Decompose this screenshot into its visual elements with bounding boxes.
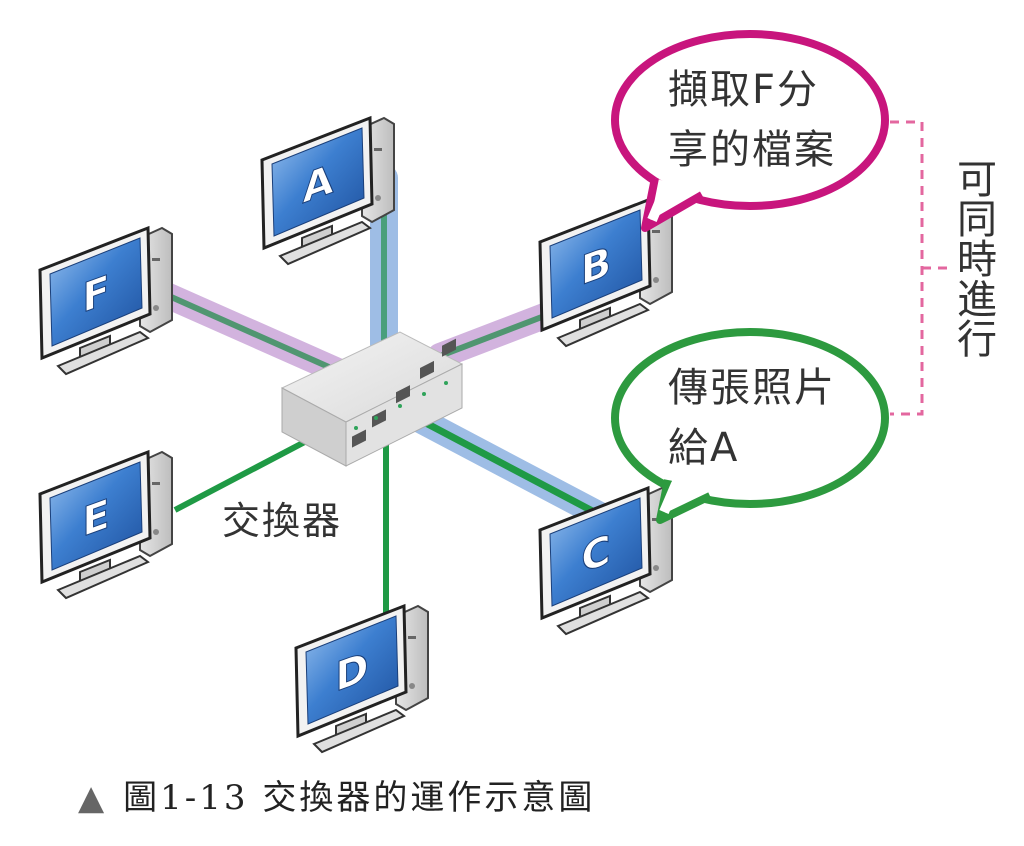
computer-a: A [260,115,395,266]
computer-a-label: A [303,155,334,213]
caption-marker: ▲ [78,778,108,818]
computer-f-label: F [82,266,109,322]
callout-bottom [611,328,889,524]
computer-c: C [538,485,673,636]
computer-f: F [38,225,173,376]
callout-bottom-text: 傳張照片 給A [668,358,836,478]
caption-text: 圖1-13 交換器的運作示意圖 [123,778,596,818]
figure-caption: ▲ 圖1-13 交換器的運作示意圖 [78,770,595,819]
computer-e: E [38,449,173,600]
network-switch [280,331,464,467]
callout-top-line-2: 享的檔案 [668,127,836,173]
dashed-bracket [890,120,952,416]
link-b-green [438,307,562,359]
switch-label: 交換器 [222,499,343,543]
computer-b: B [538,197,673,348]
computer-c-label: C [581,525,610,582]
link-c-green [403,408,602,519]
simultaneous-note: 可同時進行 [950,158,996,358]
callout-top-text: 擷取F分 享的檔案 [668,60,836,180]
computer-b-label: B [581,237,611,295]
callout-bottom-line-2: 給A [668,425,740,471]
link-f-green [158,289,342,375]
link-e-green [173,432,320,513]
callout-top [611,30,889,232]
computer-d: D [294,603,429,754]
callout-top-line-1: 擷取F分 [668,67,820,113]
computer-e-label: E [82,490,109,546]
callout-bottom-line-1: 傳張照片 [668,365,836,411]
